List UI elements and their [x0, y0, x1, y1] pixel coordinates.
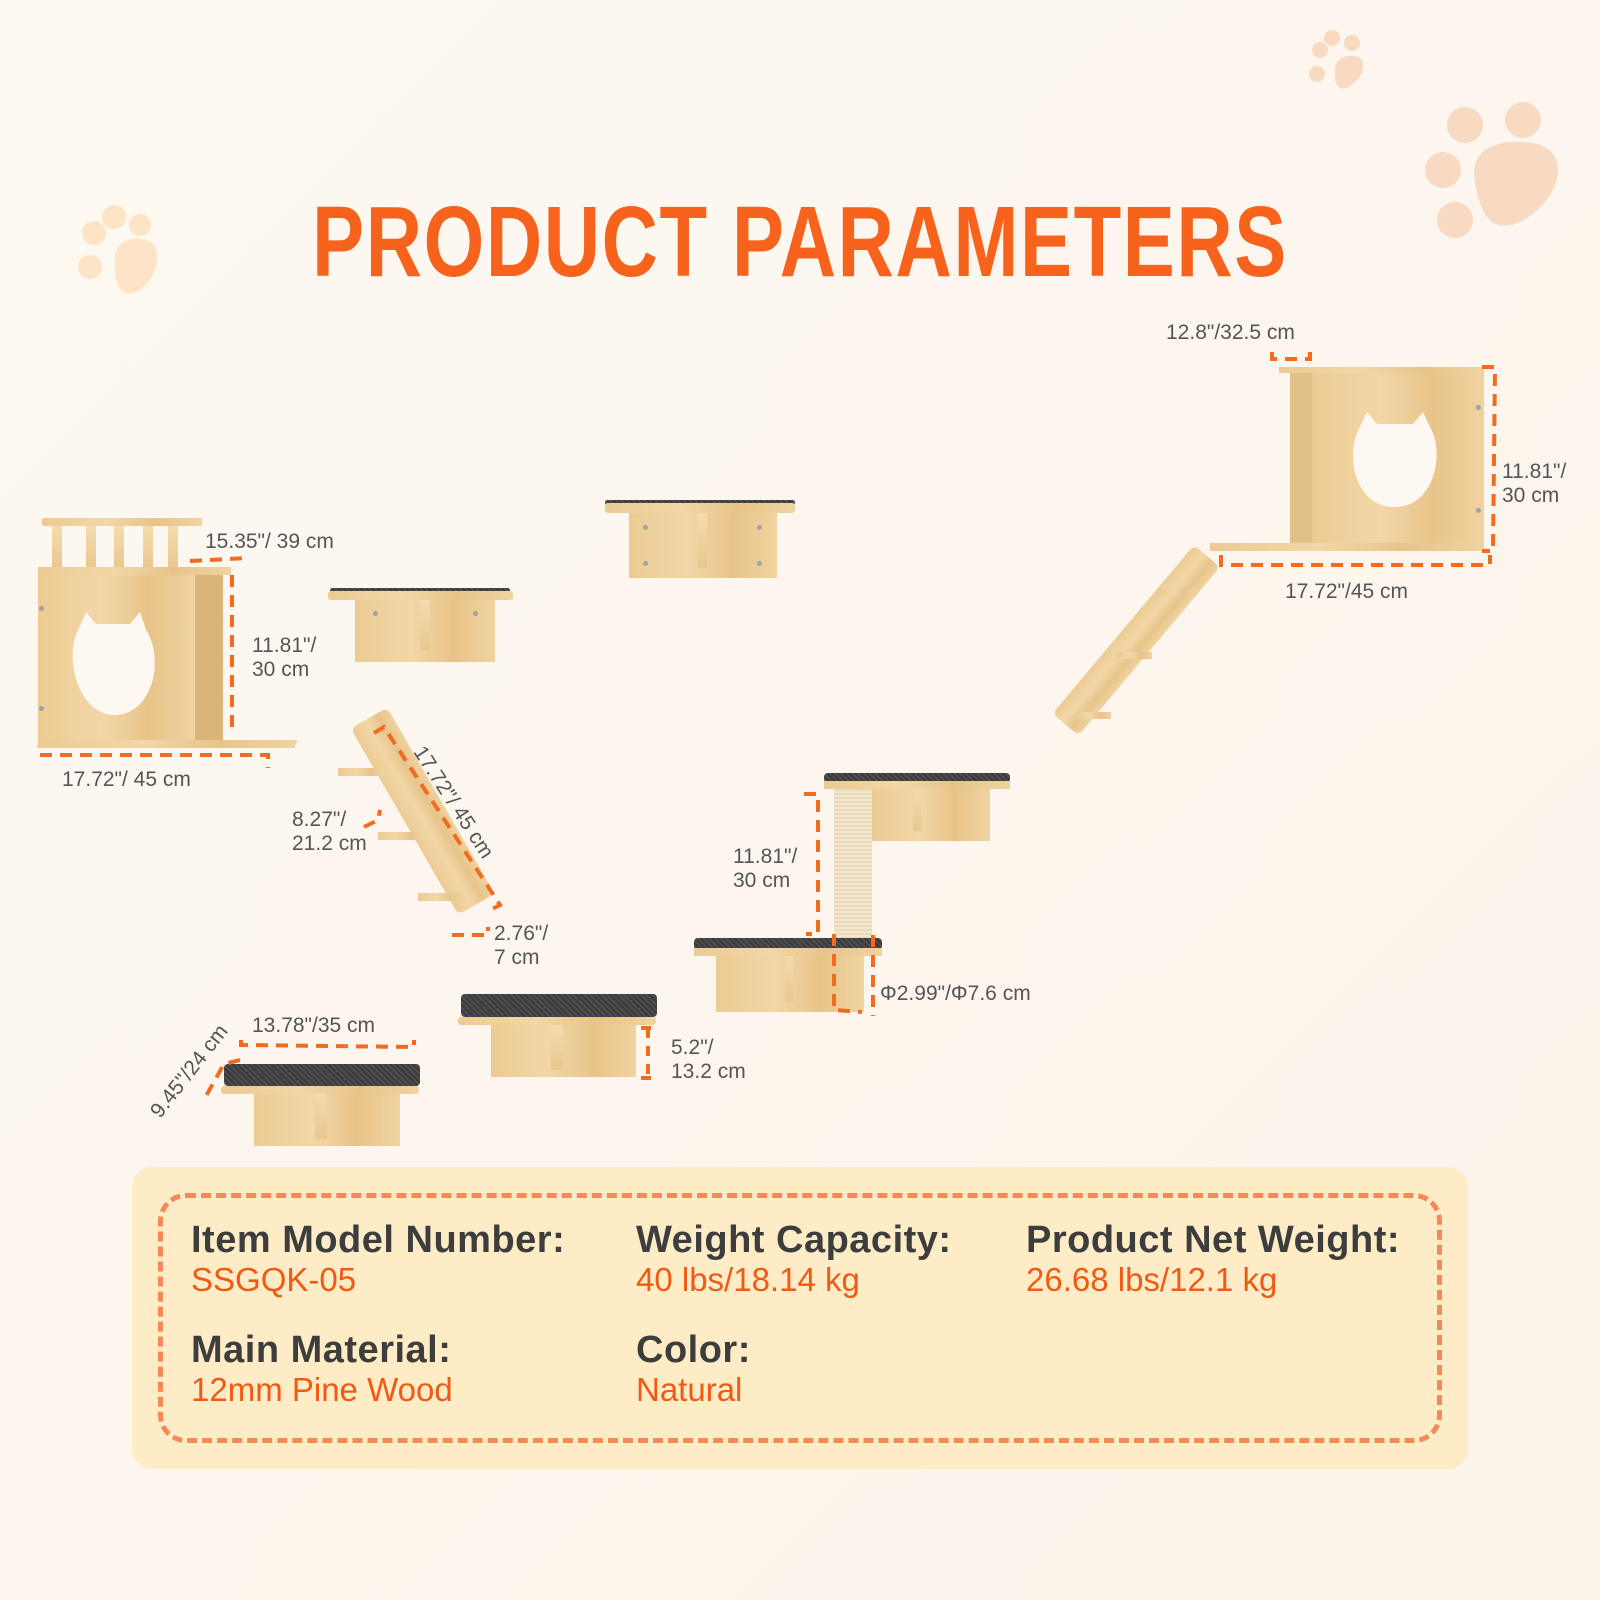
ladder-width: 2.76"/ 7 cm	[494, 922, 549, 969]
step-height: 5.2"/ 13.2 cm	[671, 1036, 746, 1083]
paw-print-icon-large-top-right	[1425, 102, 1558, 238]
scratching-post-height: 11.81"/ 30 cm	[733, 845, 798, 892]
condo-left-top-width: 15.35"/ 39 cm	[205, 530, 334, 553]
condo-right-top-depth: 12.8"/32.5 cm	[1166, 321, 1295, 344]
condo-left-bottom-width: 17.72"/ 45 cm	[62, 768, 191, 791]
spec-panel-dashed-border	[158, 1193, 1442, 1443]
paw-print-icon-left	[78, 205, 158, 294]
paw-print-icon-small-top-right	[1309, 30, 1364, 89]
cat-face-opening-icon	[1353, 412, 1437, 507]
ladder-step-spacing: 8.27"/ 21.2 cm	[292, 808, 367, 855]
small-shelf-width: 13.78"/35 cm	[252, 1014, 376, 1037]
spec-net-weight: Product Net Weight: 26.68 lbs/12.1 kg	[1026, 1219, 1401, 1298]
spec-weight-capacity: Weight Capacity: 40 lbs/18.14 kg	[636, 1219, 952, 1298]
condo-left-height: 11.81"/ 30 cm	[252, 634, 317, 681]
page-title: PRODUCT PARAMETERS	[312, 186, 1288, 298]
condo-right-bottom-width: 17.72"/45 cm	[1285, 580, 1409, 603]
spec-model-number: Item Model Number: SSGQK-05	[191, 1219, 566, 1298]
spec-main-material: Main Material: 12mm Pine Wood	[191, 1329, 453, 1408]
spec-panel: Item Model Number: SSGQK-05 Weight Capac…	[132, 1167, 1468, 1469]
condo-right-height: 11.81"/ 30 cm	[1502, 460, 1567, 507]
spec-color: Color: Natural	[636, 1329, 751, 1408]
scratching-post-diameter: Φ2.99"/Φ7.6 cm	[880, 982, 1031, 1005]
cat-face-opening-icon	[72, 612, 155, 716]
